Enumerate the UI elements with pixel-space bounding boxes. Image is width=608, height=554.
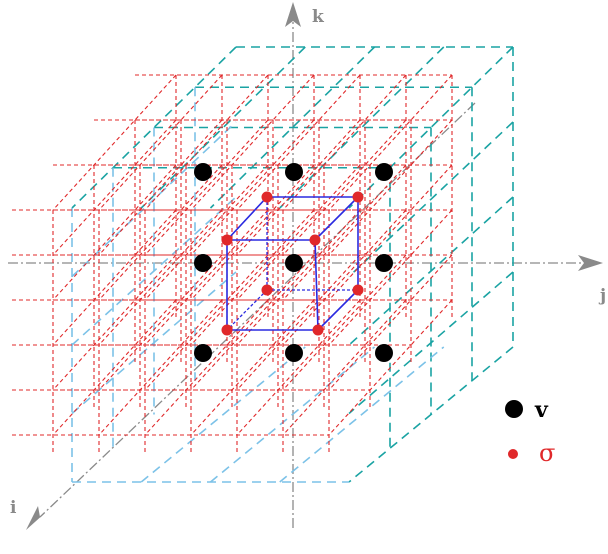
v-point bbox=[194, 254, 212, 272]
grid-depth-line bbox=[98, 299, 223, 436]
grid-depth-line bbox=[144, 209, 269, 346]
inner-grid bbox=[12, 74, 453, 455]
outer-top-depth-line bbox=[279, 46, 445, 209]
i-axis-arrowhead bbox=[26, 506, 45, 530]
cube-depth-edge bbox=[226, 196, 268, 241]
v-point bbox=[285, 163, 303, 181]
legend-v-label: v bbox=[534, 397, 549, 423]
v-point bbox=[285, 254, 303, 272]
grid-depth-line bbox=[282, 74, 407, 211]
grid-depth-line bbox=[328, 254, 453, 391]
grid-depth-line bbox=[328, 209, 453, 346]
k-axis-label: k bbox=[312, 7, 325, 27]
grid-depth-line bbox=[236, 74, 361, 211]
outer-top-depth-line bbox=[140, 46, 306, 209]
grid-depth-line bbox=[282, 254, 407, 391]
grid-depth-line bbox=[282, 119, 407, 256]
outer-grid-box bbox=[71, 46, 514, 483]
grid-depth-line bbox=[52, 299, 177, 436]
grid-depth-line bbox=[52, 74, 177, 211]
grid-depth-line bbox=[328, 164, 453, 301]
grid-depth-line bbox=[236, 209, 361, 346]
cube-depth-edge bbox=[226, 289, 268, 331]
v-point bbox=[375, 254, 393, 272]
sigma-points bbox=[221, 191, 364, 336]
grid-depth-line bbox=[190, 164, 315, 301]
grid-depth-line bbox=[52, 254, 177, 391]
grid-depth-line bbox=[98, 254, 223, 391]
outer-top-right-edge bbox=[348, 46, 514, 209]
grid-depth-line bbox=[282, 209, 407, 346]
sigma-point bbox=[352, 191, 364, 203]
grid-depth-line bbox=[236, 254, 361, 391]
grid-depth-line bbox=[190, 299, 315, 436]
outer-left-depth-line bbox=[71, 121, 237, 278]
j-axis-arrowhead bbox=[578, 255, 603, 271]
outer-top-left-edge bbox=[71, 46, 237, 209]
v-point bbox=[194, 344, 212, 362]
grid-depth-line bbox=[190, 74, 315, 211]
i-axis bbox=[39, 102, 476, 518]
sigma-point bbox=[261, 284, 273, 296]
legend-sigma-marker bbox=[508, 449, 518, 459]
outer-bottom-depth-line bbox=[140, 346, 306, 483]
grid-depth-line bbox=[52, 119, 177, 256]
grid-depth-line bbox=[98, 164, 223, 301]
cube-front-right-edge bbox=[314, 239, 319, 331]
legend-v-marker bbox=[505, 400, 523, 418]
grid-depth-line bbox=[52, 164, 177, 301]
grid-depth-line bbox=[282, 164, 407, 301]
sigma-point bbox=[309, 234, 321, 246]
v-point bbox=[375, 344, 393, 362]
sigma-point bbox=[221, 324, 233, 336]
legend-sigma-label: σ bbox=[539, 439, 555, 467]
grid-depth-line bbox=[144, 119, 269, 256]
sigma-point bbox=[221, 234, 233, 246]
grid-depth-line bbox=[236, 164, 361, 301]
grid-depth-line bbox=[328, 119, 453, 256]
grid-depth-line bbox=[144, 299, 269, 436]
v-points bbox=[194, 163, 393, 362]
grid-depth-line bbox=[328, 299, 453, 436]
cell-cube bbox=[226, 196, 359, 331]
grid-depth-line bbox=[52, 209, 177, 346]
cube-depth-edge bbox=[317, 289, 359, 331]
outer-top-depth-line bbox=[209, 46, 376, 209]
outer-bottom-depth-line bbox=[209, 346, 376, 483]
legend: v σ bbox=[505, 397, 555, 467]
sigma-point bbox=[261, 191, 273, 203]
grid-depth-line bbox=[144, 164, 269, 301]
grid-depth-line bbox=[190, 254, 315, 391]
v-point bbox=[375, 163, 393, 181]
outer-left-depth-line bbox=[71, 196, 237, 346]
outer-right-depth-line bbox=[348, 121, 514, 278]
grid-depth-line bbox=[190, 209, 315, 346]
outer-right-depth-line bbox=[348, 271, 514, 415]
grid-depth-line bbox=[236, 299, 361, 436]
grid-depth-line bbox=[98, 209, 223, 346]
v-point bbox=[194, 163, 212, 181]
grid-depth-line bbox=[328, 74, 453, 211]
cube-depth-edge bbox=[314, 196, 359, 241]
j-axis-label: j bbox=[598, 286, 606, 306]
grid-depth-line bbox=[190, 119, 315, 256]
grid-depth-line bbox=[282, 299, 407, 436]
grid-depth-line bbox=[144, 74, 269, 211]
k-axis-arrowhead bbox=[285, 2, 301, 27]
coordinate-axes: k j i bbox=[8, 2, 606, 530]
v-point bbox=[285, 344, 303, 362]
sigma-point bbox=[352, 284, 364, 296]
grid-depth-line bbox=[98, 74, 223, 211]
outer-bottom-depth-line bbox=[279, 346, 445, 483]
grid-depth-line bbox=[144, 254, 269, 391]
grid-depth-line bbox=[236, 119, 361, 256]
grid-depth-line bbox=[98, 119, 223, 256]
i-axis-label: i bbox=[10, 498, 17, 518]
sigma-point bbox=[312, 324, 324, 336]
